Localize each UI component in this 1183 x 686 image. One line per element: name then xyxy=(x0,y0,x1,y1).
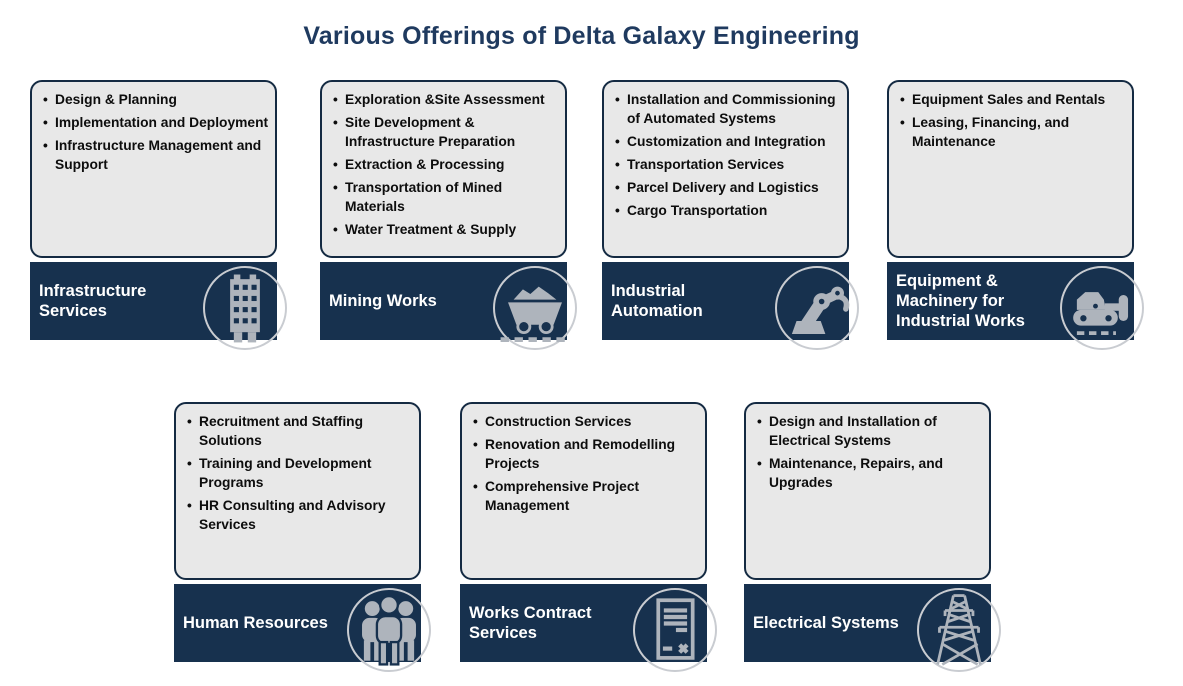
bullet-item: Renovation and Remodelling Projects xyxy=(472,435,699,473)
card-footer: Mining Works xyxy=(320,262,577,350)
bullet-item: Construction Services xyxy=(472,412,699,431)
bullet-item: Maintenance, Repairs, and Upgrades xyxy=(756,454,983,492)
card-title: Human Resources xyxy=(183,613,328,632)
bullet-item: Extraction & Processing xyxy=(332,155,559,174)
card-title: Electrical Systems xyxy=(753,613,899,632)
card-footer: Equipment & Machinery for Industrial Wor… xyxy=(887,262,1144,350)
bullet-item: Customization and Integration xyxy=(614,132,841,151)
power-tower-icon xyxy=(917,588,1001,672)
card-footer: Electrical Systems xyxy=(744,584,1001,672)
bullet-item: Comprehensive Project Management xyxy=(472,477,699,515)
bullet-item: Design & Planning xyxy=(42,90,269,109)
card-works-contract-services: Construction Services Renovation and Rem… xyxy=(460,402,717,672)
card-title: Equipment & Machinery for Industrial Wor… xyxy=(896,271,1025,331)
card-title: Works Contract Services xyxy=(469,603,592,642)
bullet-item: Training and Development Programs xyxy=(186,454,413,492)
card-body: Design and Installation of Electrical Sy… xyxy=(744,402,991,580)
bulldozer-icon xyxy=(1060,266,1144,350)
page-title: Various Offerings of Delta Galaxy Engine… xyxy=(303,22,860,50)
bullet-item: HR Consulting and Advisory Services xyxy=(186,496,413,534)
building-icon xyxy=(203,266,287,350)
card-title: Mining Works xyxy=(329,291,437,310)
card-footer: Works Contract Services xyxy=(460,584,717,672)
bullet-item: Cargo Transportation xyxy=(614,201,841,220)
robot-arm-icon xyxy=(775,266,859,350)
contract-icon xyxy=(633,588,717,672)
bullet-item: Design and Installation of Electrical Sy… xyxy=(756,412,983,450)
bullet-item: Water Treatment & Supply xyxy=(332,220,559,239)
bullet-item: Leasing, Financing, and Maintenance xyxy=(899,113,1126,151)
card-body: Construction Services Renovation and Rem… xyxy=(460,402,707,580)
bullet-item: Parcel Delivery and Logistics xyxy=(614,178,841,197)
bullet-item: Transportation of Mined Materials xyxy=(332,178,559,216)
bullet-item: Implementation and Deployment xyxy=(42,113,269,132)
bullet-item: Recruitment and Staffing Solutions xyxy=(186,412,413,450)
card-human-resources: Recruitment and Staffing Solutions Train… xyxy=(174,402,431,672)
mine-cart-icon xyxy=(493,266,577,350)
card-mining-works: Exploration &Site Assessment Site Develo… xyxy=(320,80,577,350)
bullet-item: Transportation Services xyxy=(614,155,841,174)
card-title: Infrastructure Services xyxy=(39,281,147,320)
bullet-item: Installation and Commissioning of Automa… xyxy=(614,90,841,128)
card-electrical-systems: Design and Installation of Electrical Sy… xyxy=(744,402,1001,672)
card-body: Equipment Sales and Rentals Leasing, Fin… xyxy=(887,80,1134,258)
card-body: Design & Planning Implementation and Dep… xyxy=(30,80,277,258)
card-body: Exploration &Site Assessment Site Develo… xyxy=(320,80,567,258)
bullet-item: Exploration &Site Assessment xyxy=(332,90,559,109)
card-equipment-machinery: Equipment Sales and Rentals Leasing, Fin… xyxy=(887,80,1144,350)
card-title: Industrial Automation xyxy=(611,281,703,320)
people-group-icon xyxy=(347,588,431,672)
card-body: Installation and Commissioning of Automa… xyxy=(602,80,849,258)
bullet-item: Infrastructure Management and Support xyxy=(42,136,269,174)
card-infrastructure-services: Design & Planning Implementation and Dep… xyxy=(30,80,287,350)
card-footer: Infrastructure Services xyxy=(30,262,287,350)
card-body: Recruitment and Staffing Solutions Train… xyxy=(174,402,421,580)
card-footer: Human Resources xyxy=(174,584,431,672)
card-industrial-automation: Installation and Commissioning of Automa… xyxy=(602,80,859,350)
card-footer: Industrial Automation xyxy=(602,262,859,350)
bullet-item: Equipment Sales and Rentals xyxy=(899,90,1126,109)
bullet-item: Site Development & Infrastructure Prepar… xyxy=(332,113,559,151)
